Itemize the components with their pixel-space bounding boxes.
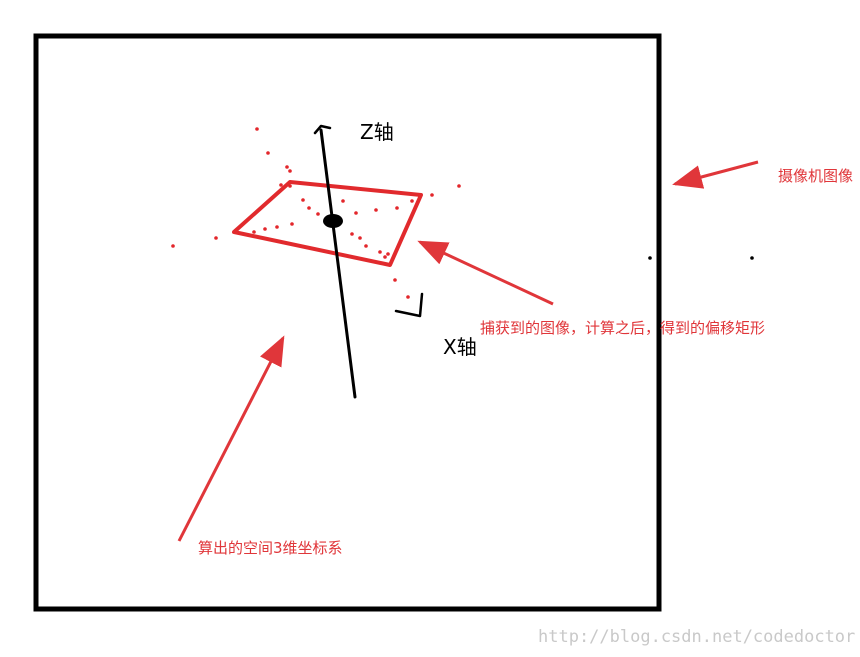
outside-dot — [750, 256, 754, 260]
point — [290, 222, 294, 226]
offset-rectangle — [232, 180, 423, 267]
point — [386, 252, 390, 256]
coordinate-system-arrow — [177, 335, 285, 542]
z-axis-arrowhead — [313, 124, 332, 135]
point — [255, 127, 259, 131]
point — [393, 278, 397, 282]
watermark: http://blog.csdn.net/codedoctor — [538, 627, 856, 647]
point — [266, 151, 270, 155]
point — [279, 183, 283, 187]
camera-image-arrow — [672, 160, 759, 189]
coordinate-system-annotation: 算出的空间3维坐标系 — [198, 539, 343, 557]
point — [378, 250, 382, 254]
offset-rectangle-arrow — [417, 240, 554, 306]
point — [354, 211, 358, 215]
point — [341, 199, 345, 203]
point — [307, 206, 311, 210]
point-cloud — [171, 127, 461, 299]
point — [430, 193, 434, 197]
z-axis-label: Z轴 — [360, 120, 394, 144]
point — [285, 165, 289, 169]
point — [275, 225, 279, 229]
point — [263, 227, 267, 231]
z-axis-line — [319, 128, 357, 399]
point — [301, 198, 305, 202]
x-axis-marker — [394, 292, 424, 318]
point — [171, 244, 175, 248]
x-axis-label: X轴 — [443, 335, 477, 359]
camera-image-frame — [33, 33, 662, 612]
point — [358, 236, 362, 240]
offset-rectangle-annotation: 捕获到的图像，计算之后，得到的偏移矩形 — [480, 319, 766, 337]
point — [406, 295, 410, 299]
point — [395, 206, 399, 210]
camera-image-annotation: 摄像机图像 — [778, 167, 854, 185]
point — [288, 169, 292, 173]
point — [374, 208, 378, 212]
point — [252, 230, 256, 234]
point — [383, 255, 387, 259]
origin-point — [323, 214, 343, 228]
point — [316, 212, 320, 216]
point — [364, 244, 368, 248]
point — [214, 236, 218, 240]
point — [350, 232, 354, 236]
outside-dot — [648, 256, 652, 260]
point — [410, 199, 414, 203]
point — [457, 184, 461, 188]
